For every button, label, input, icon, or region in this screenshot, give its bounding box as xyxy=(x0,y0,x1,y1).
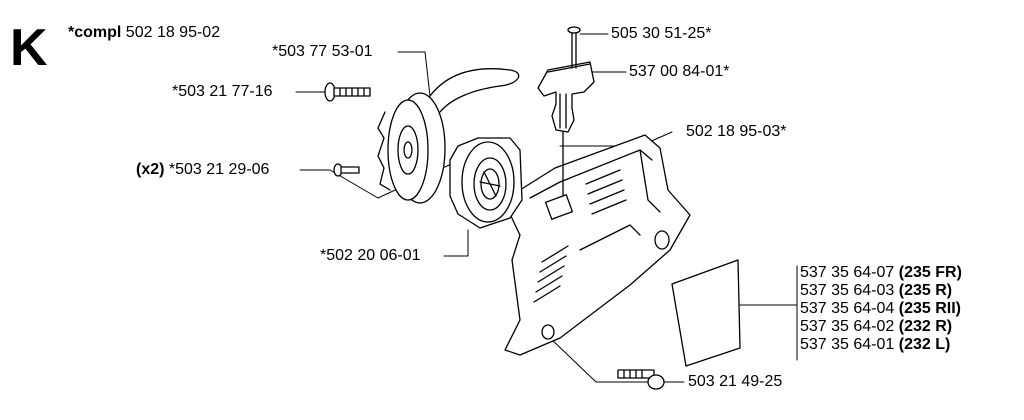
variant-row: 537 35 64-07 (235 FR) xyxy=(800,264,962,282)
small-screw xyxy=(333,163,360,177)
starter-pulley xyxy=(377,68,520,204)
variant-model: (235 RII) xyxy=(898,300,962,317)
center-screw xyxy=(324,82,371,102)
variant-number: 537 35 64-07 xyxy=(800,264,895,281)
decal xyxy=(671,259,741,367)
variant-number: 537 35 64-04 xyxy=(800,300,895,317)
variant-row: 537 35 64-02 (232 R) xyxy=(800,318,962,336)
mount-screw xyxy=(617,369,665,390)
part-small-screw-label: (x2) *503 21 29-06 xyxy=(136,161,269,179)
starter-pin xyxy=(567,26,581,69)
small-screw-number: *503 21 29-06 xyxy=(168,161,270,178)
part-pulley-label: *503 77 53-01 xyxy=(272,43,373,60)
variant-row: 537 35 64-04 (235 RII) xyxy=(800,300,962,318)
starter-housing xyxy=(504,134,691,356)
spring-cassette xyxy=(449,137,523,229)
variant-number: 537 35 64-02 xyxy=(800,318,895,335)
decal-variant-list: 537 35 64-07 (235 FR) 537 35 64-03 (235 … xyxy=(800,264,962,354)
starter-handle xyxy=(537,61,595,197)
part-mount-screw-label: 503 21 49-25 xyxy=(688,373,783,390)
variant-row: 537 35 64-03 (235 R) xyxy=(800,282,962,300)
assembly-prefix: *compl xyxy=(68,24,122,41)
small-screw-quantity: (x2) xyxy=(136,161,165,178)
part-center-screw-label: *503 21 77-16 xyxy=(172,83,273,100)
part-housing-label: 502 18 95-03* xyxy=(686,123,787,140)
variant-number: 537 35 64-01 xyxy=(800,336,895,353)
variant-model: (235 FR) xyxy=(898,264,962,281)
part-handle-label: 537 00 84-01* xyxy=(629,63,730,80)
variant-row: 537 35 64-01 (232 L) xyxy=(800,336,962,354)
variant-model: (232 L) xyxy=(898,336,951,353)
variant-number: 537 35 64-03 xyxy=(800,282,895,299)
part-spring-cassette-label: *502 20 06-01 xyxy=(320,247,421,264)
section-letter: K xyxy=(10,19,48,77)
assembly-label: *compl 502 18 95-02 xyxy=(68,24,220,42)
variant-model: (232 R) xyxy=(898,318,953,335)
assembly-number: 502 18 95-02 xyxy=(125,24,221,41)
variant-model: (235 R) xyxy=(898,282,953,299)
part-pin-label: 505 30 51-25* xyxy=(611,25,712,42)
